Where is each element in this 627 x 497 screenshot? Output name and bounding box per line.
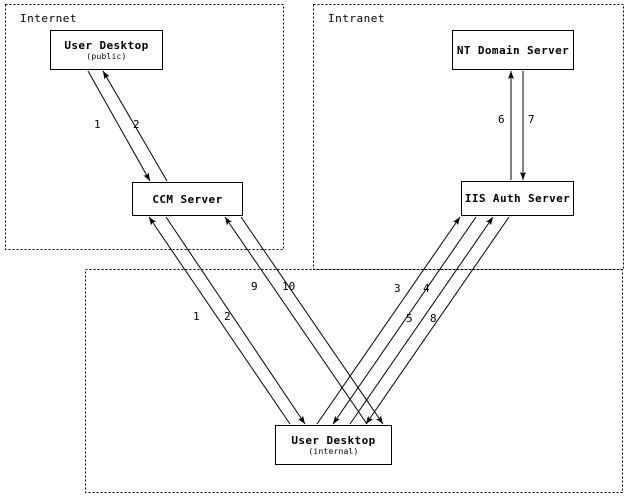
edge-e9-internal-to-ccm (224, 216, 368, 425)
node-subtitle-user-desktop-internal: (internal) (308, 446, 359, 456)
edge-step-label-e3-internal-to-iis: 3 (394, 282, 401, 295)
edges-group (87, 70, 526, 425)
edge-step-label-e6-iis-to-nt: 6 (498, 113, 505, 126)
edge-step-label-e8-iis-to-internal: 8 (430, 312, 437, 325)
node-title-user-desktop-internal: User Desktop (291, 433, 376, 447)
zone-label-internet: Internet (20, 12, 77, 25)
node-user-desktop-public[interactable]: User Desktop(public) (50, 30, 163, 70)
edge-e4-iis-to-internal (332, 216, 477, 425)
edge-step-label-e2b-ccm-to-internal: 2 (224, 310, 231, 323)
edge-e1-public-to-ccm (87, 70, 151, 182)
edge-step-label-e4-iis-to-internal: 4 (423, 282, 430, 295)
edge-e10-ccm-to-internal (240, 216, 384, 425)
zone-boundary-internal (85, 269, 623, 493)
edge-e3-internal-to-iis (316, 216, 461, 425)
node-nt-domain-server[interactable]: NT Domain Server (452, 30, 574, 70)
node-user-desktop-internal[interactable]: User Desktop(internal) (275, 425, 392, 465)
edge-step-label-e1-public-to-ccm: 1 (94, 118, 101, 131)
node-title-iis-auth-server: IIS Auth Server (464, 192, 571, 205)
edge-step-label-e9-internal-to-ccm: 9 (251, 280, 258, 293)
zone-boundary-intranet (313, 4, 624, 270)
zone-boundary-internet (5, 4, 284, 250)
node-title-nt-domain-server: NT Domain Server (456, 43, 570, 57)
edge-step-label-e5-internal-to-iis: 5 (406, 312, 413, 325)
zone-boundaries-group (5, 4, 624, 493)
edge-step-label-e1b-internal-to-ccm: 1 (193, 310, 200, 323)
edge-step-label-e10-ccm-to-internal: 10 (282, 280, 296, 293)
edge-e5-internal-to-iis (349, 216, 494, 425)
node-subtitle-user-desktop-public: (public) (86, 51, 127, 61)
edge-step-label-e2-ccm-to-public: 2 (133, 118, 140, 131)
node-ccm-server[interactable]: CCM Server (132, 182, 243, 216)
node-title-ccm-server: CCM Server (152, 192, 223, 206)
edge-step-label-e7-nt-to-iis: 7 (528, 113, 535, 126)
edge-e2-ccm-to-public (102, 70, 168, 182)
node-title-user-desktop-public: User Desktop (64, 38, 149, 52)
edge-e1b-internal-to-ccm (148, 216, 291, 425)
zone-label-intranet: Intranet (328, 12, 385, 25)
edge-e2b-ccm-to-internal (165, 216, 306, 425)
node-iis-auth-server[interactable]: IIS Auth Server (461, 181, 574, 216)
edge-e8-iis-to-internal (365, 216, 510, 425)
